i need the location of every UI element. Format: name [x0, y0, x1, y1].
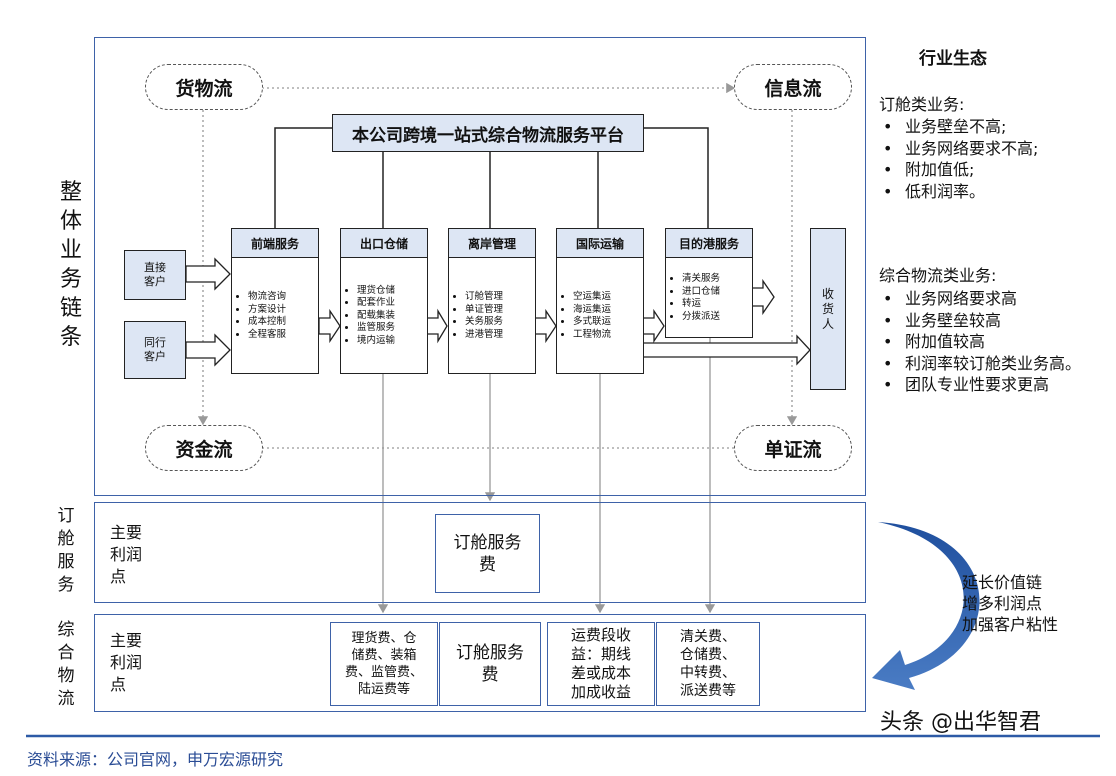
cargo-flow-oval: 货物流	[145, 64, 263, 110]
service-front-end: 前端服务 物流咨询 方案设计 成本控制 全程客服	[231, 228, 319, 374]
list-item: 空运集运	[573, 291, 611, 304]
list-item: 工程物流	[573, 329, 611, 342]
list-item: 配载集装	[357, 310, 395, 323]
label-booking-service: 订 舱 服 务	[57, 506, 75, 595]
booking-service-panel	[94, 502, 866, 603]
warehouse-fee-box: 理货费、仓 储费、装箱 费、监管费、 陆运费等	[330, 622, 438, 706]
capital-flow-oval: 资金流	[145, 425, 263, 471]
label-integrated-logistics: 综 合 物 流	[57, 620, 75, 709]
industry-ecosystem-title: 行业生态	[919, 49, 987, 69]
list-item: 进口仓储	[682, 286, 720, 299]
integrated-business-list: 业务网络要求高 业务壁垒较高 附加值较高 利润率较订舱类业务高。 团队专业性要求…	[877, 288, 1085, 396]
service-offshore-management: 离岸管理 订舱管理 单证管理 关务服务 进港管理	[448, 228, 536, 374]
value-chain-note: 延长价值链 增多利润点 加强客户粘性	[962, 573, 1059, 634]
list-item: 海运集运	[573, 304, 611, 317]
list-item: 配套作业	[357, 297, 395, 310]
list-item: 监管服务	[357, 322, 395, 335]
list-item: 多式联运	[573, 316, 611, 329]
direct-customer-box: 直接客户	[124, 250, 186, 300]
freight-income-box: 运费段收 益：期线 差或成本 加成收益	[547, 622, 655, 706]
list-item: 转运	[682, 298, 720, 311]
service-international-transport: 国际运输 空运集运 海运集运 多式联运 工程物流	[556, 228, 644, 374]
info-flow-oval: 信息流	[734, 64, 852, 110]
receiver-box: 收货人	[810, 228, 846, 390]
destination-fee-box: 清关费、 仓储费、 中转费、 派送费等	[656, 622, 760, 706]
list-item: 进港管理	[465, 329, 503, 342]
list-item: 附加值较高	[883, 331, 1085, 353]
list-item: 关务服务	[465, 316, 503, 329]
list-item: 理货仓储	[357, 285, 395, 298]
list-item: 附加值低;	[883, 159, 1095, 181]
integrated-logistics-panel	[94, 614, 866, 712]
watermark: 头条 @出华智君	[880, 710, 1041, 735]
integrated-booking-fee-box: 订舱服务费	[439, 622, 541, 706]
business-chain-panel	[94, 37, 866, 496]
integrated-business-heading: 综合物流类业务:	[879, 266, 997, 285]
list-item: 业务壁垒较高	[883, 310, 1085, 332]
document-flow-oval: 单证流	[734, 425, 852, 471]
booking-fee-box: 订舱服务费	[435, 514, 540, 593]
list-item: 单证管理	[465, 304, 503, 317]
list-item: 低利润率。	[883, 181, 1095, 203]
platform-title: 本公司跨境一站式综合物流服务平台	[332, 114, 644, 152]
source-note: 资料来源：公司官网，申万宏源研究	[27, 750, 284, 769]
list-item: 利润率较订舱类业务高。	[883, 353, 1085, 375]
list-item: 业务网络要求不高;	[883, 138, 1095, 160]
list-item: 成本控制	[248, 316, 286, 329]
list-item: 物流咨询	[248, 291, 286, 304]
list-item: 业务网络要求高	[883, 288, 1085, 310]
list-item: 境内运输	[357, 335, 395, 348]
list-item: 订舱管理	[465, 291, 503, 304]
list-item: 全程客服	[248, 329, 286, 342]
list-item: 清关服务	[682, 273, 720, 286]
peer-customer-box: 同行客户	[124, 321, 186, 379]
integrated-profit-label: 主要 利润 点	[110, 631, 143, 694]
label-main-chain: 整 体 业 务 链 条	[59, 180, 82, 350]
service-export-warehouse: 出口仓储 理货仓储 配套作业 配载集装 监管服务 境内运输	[340, 228, 428, 374]
booking-profit-label: 主要 利润 点	[110, 523, 143, 586]
booking-business-list: 业务壁垒不高; 业务网络要求不高; 附加值低; 低利润率。	[877, 116, 1095, 202]
list-item: 分拨派送	[682, 311, 720, 324]
list-item: 团队专业性要求更高	[883, 374, 1085, 396]
list-item: 方案设计	[248, 304, 286, 317]
booking-business-heading: 订舱类业务:	[879, 95, 965, 114]
service-destination-port: 目的港服务 清关服务 进口仓储 转运 分拨派送	[665, 228, 753, 338]
list-item: 业务壁垒不高;	[883, 116, 1095, 138]
